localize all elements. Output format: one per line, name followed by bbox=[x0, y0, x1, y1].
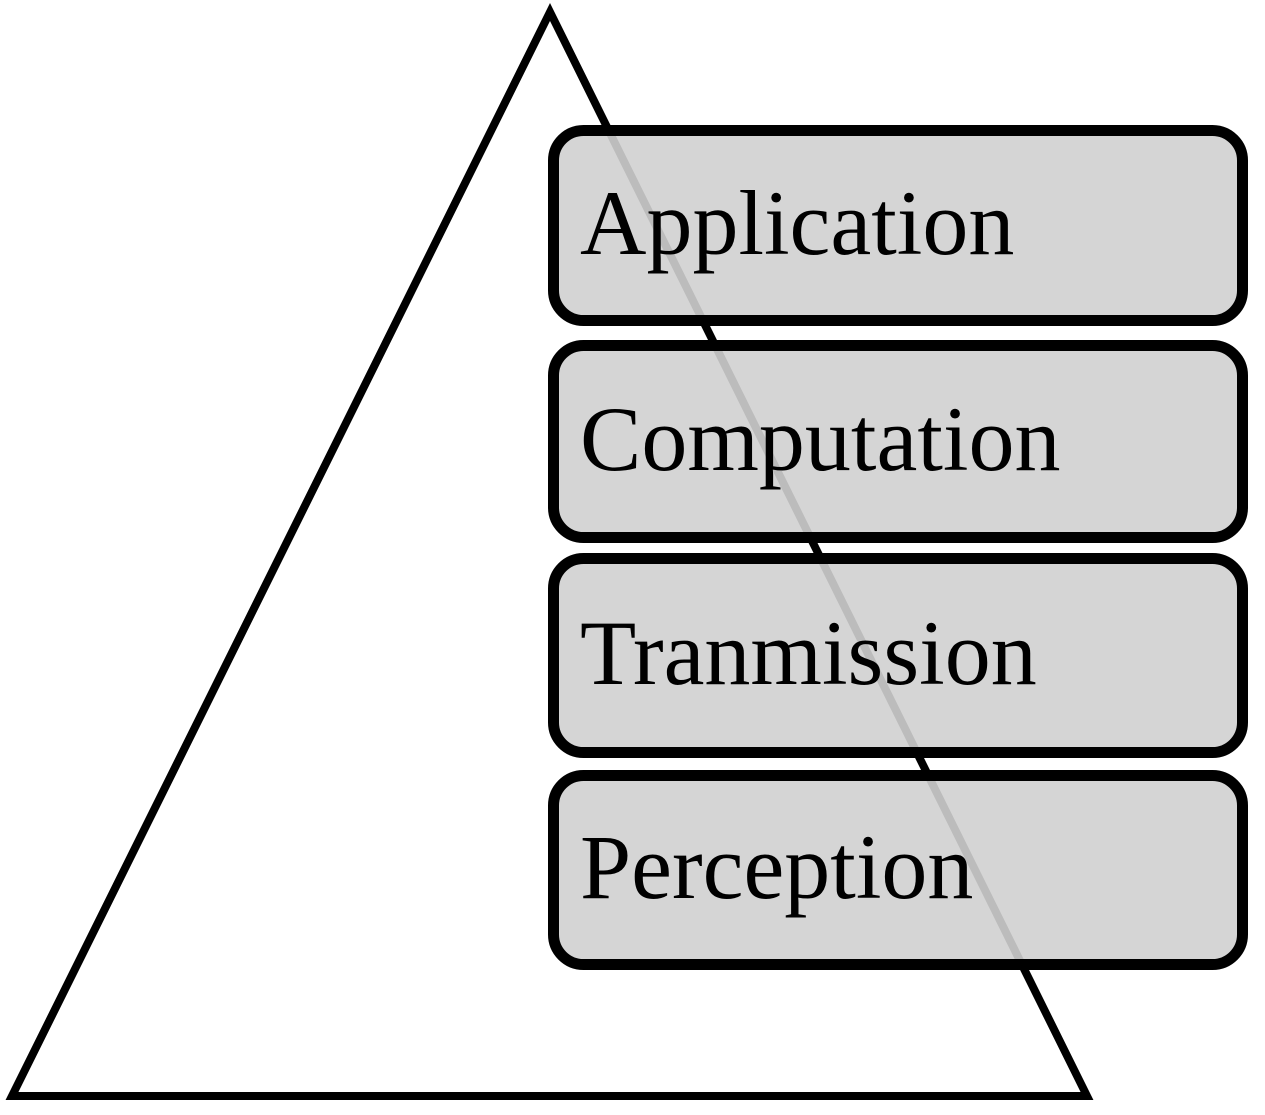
layer-label-tranmission: Tranmission bbox=[580, 602, 1037, 704]
layer-label-application: Application bbox=[580, 172, 1014, 274]
layer-application: Application bbox=[548, 125, 1248, 326]
layer-box-perception bbox=[548, 770, 1248, 970]
layer-box-tranmission bbox=[548, 553, 1248, 758]
layer-label-perception: Perception bbox=[580, 816, 973, 918]
layer-perception: Perception bbox=[548, 770, 1248, 970]
layer-box-computation bbox=[548, 340, 1248, 543]
layer-box-application bbox=[548, 125, 1248, 326]
layer-label-computation: Computation bbox=[580, 388, 1060, 490]
layer-tranmission: Tranmission bbox=[548, 553, 1248, 758]
layer-computation: Computation bbox=[548, 340, 1248, 543]
